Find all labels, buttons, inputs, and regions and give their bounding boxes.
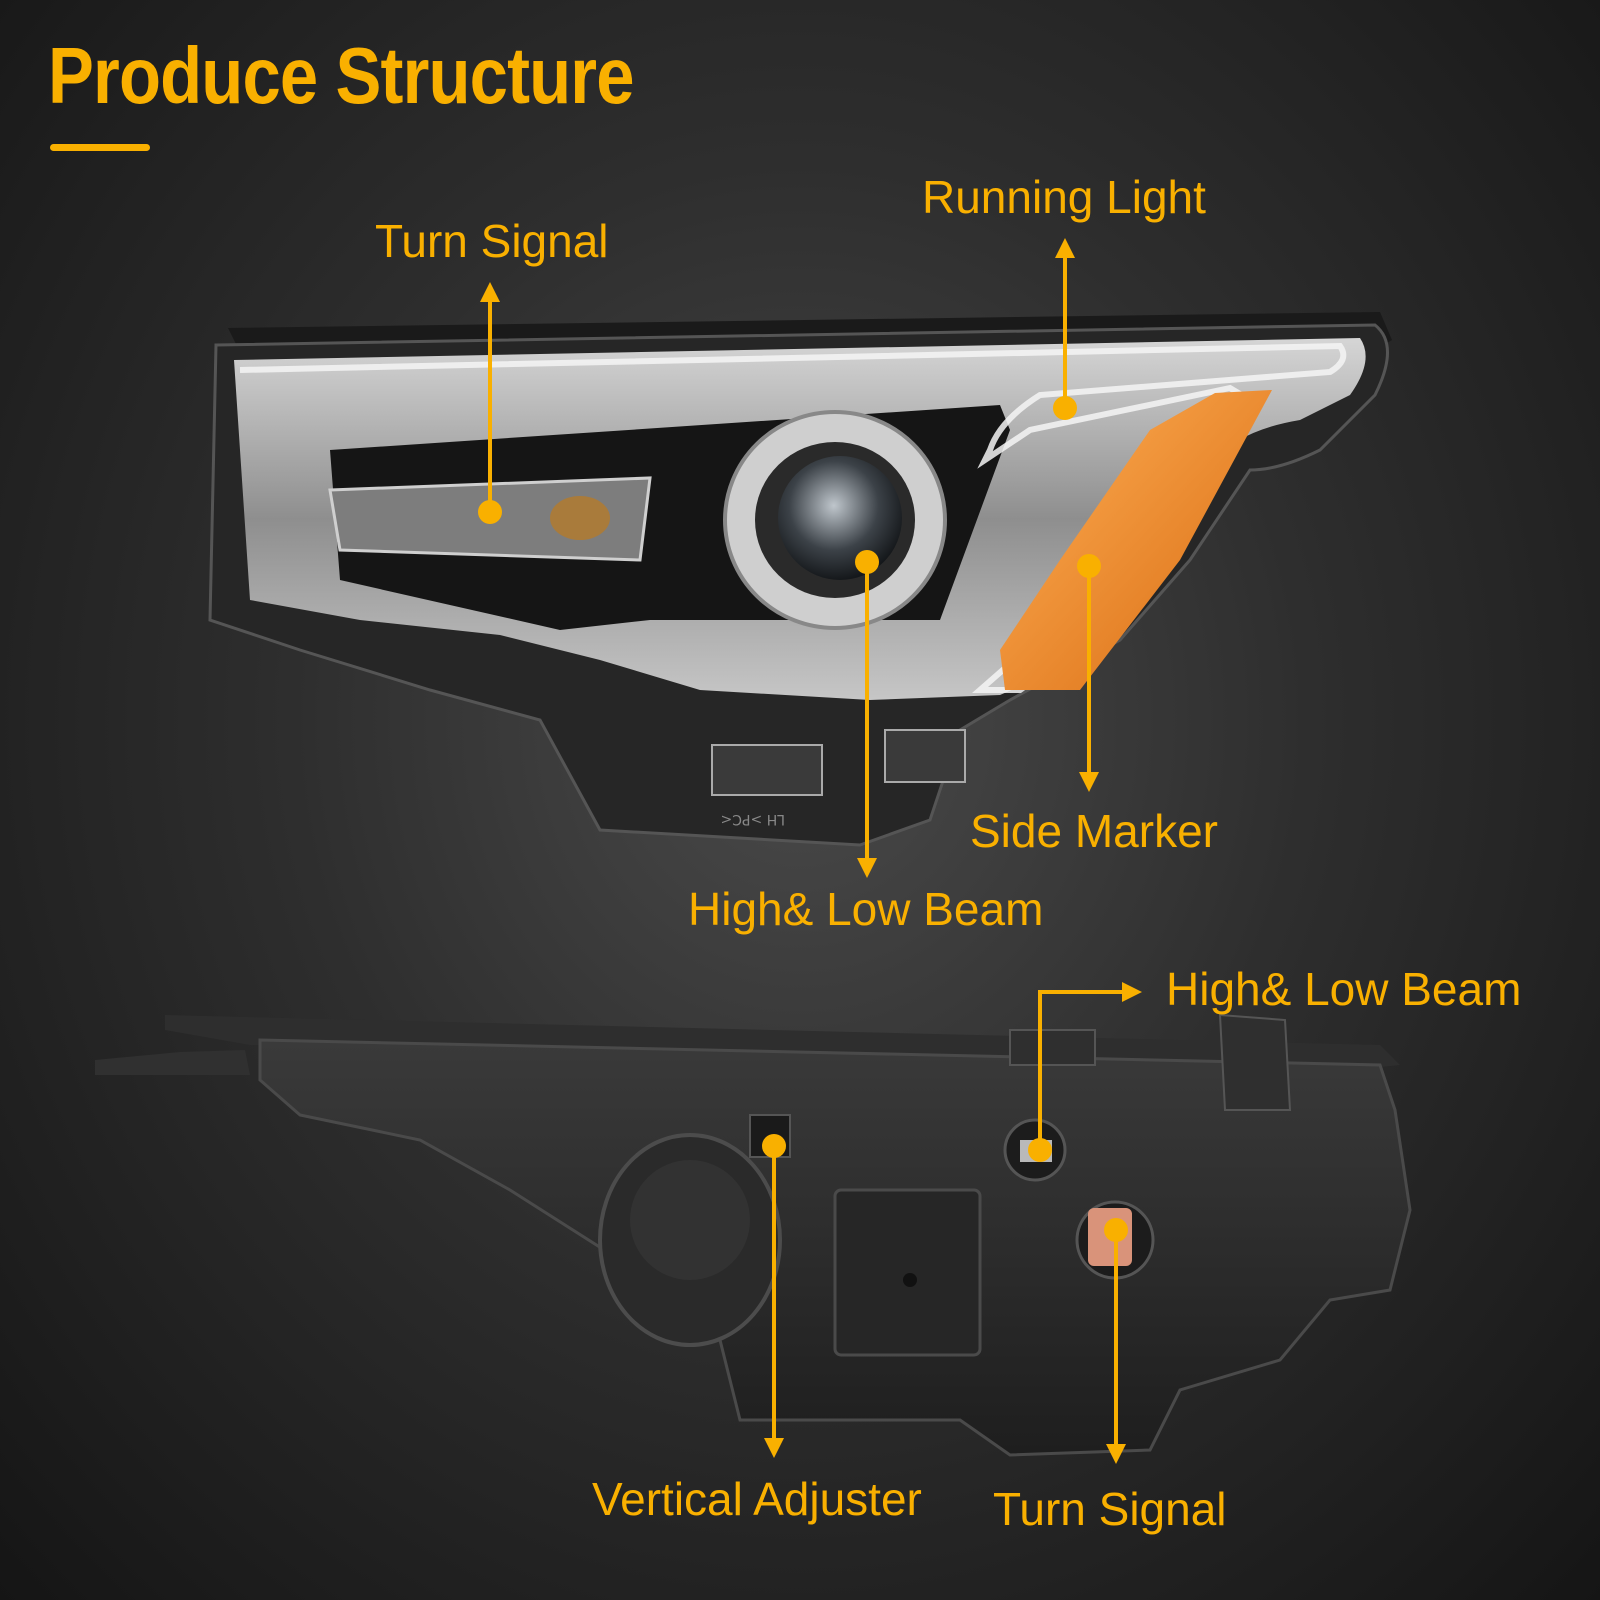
rear-beam-dot	[1028, 1138, 1052, 1162]
title-underline	[50, 144, 150, 151]
svg-text:LH >PC<: LH >PC<	[721, 811, 785, 827]
label-front-turn-signal: Turn Signal	[375, 215, 609, 267]
label-running-light: Running Light	[922, 171, 1206, 223]
front-headlight: LH >PC<	[208, 312, 1392, 847]
label-side-marker: Side Marker	[970, 805, 1218, 857]
rear-beam-arrow	[1038, 982, 1142, 1150]
vertical-adjuster-dot	[762, 1134, 786, 1158]
front-beam-dot	[855, 550, 879, 574]
front-turn-signal-dot	[478, 500, 502, 524]
label-front-high-low-beam: High& Low Beam	[688, 883, 1044, 935]
rear-turn-signal-dot	[1104, 1218, 1128, 1242]
side-marker-dot	[1077, 554, 1101, 578]
label-vertical-adjuster: Vertical Adjuster	[592, 1473, 922, 1525]
label-rear-high-low-beam: High& Low Beam	[1166, 963, 1522, 1015]
callouts	[478, 238, 1142, 1464]
rear-headlight	[95, 1013, 1412, 1457]
running-light-dot	[1053, 396, 1077, 420]
label-rear-turn-signal: Turn Signal	[993, 1483, 1227, 1535]
page-title: Produce Structure	[48, 31, 634, 120]
